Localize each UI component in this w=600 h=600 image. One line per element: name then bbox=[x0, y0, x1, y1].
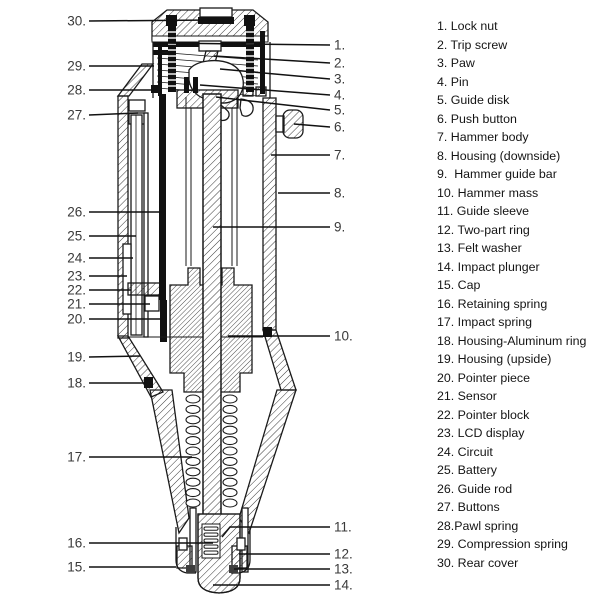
pawl-spring bbox=[151, 85, 159, 93]
legend-item: 13. Felt washer bbox=[437, 241, 522, 255]
legend-item: 18. Housing-Aluminum ring bbox=[437, 333, 587, 348]
callout-layer: 30. 29. 28. 27. 26. 25. 24. 23.22.21.20. 19. 18. 1… bbox=[67, 14, 353, 593]
two-part-ring bbox=[178, 537, 246, 551]
legend-list: 1. Lock nut 2. Trip screw 3. Paw 4. Pin 5. G… bbox=[437, 17, 586, 572]
leader-line bbox=[88, 112, 139, 116]
callout-number: 14. bbox=[334, 578, 353, 593]
impact-spring bbox=[185, 394, 238, 508]
callout-number: 19. bbox=[67, 350, 86, 365]
legend-item: 30. Rear cover bbox=[437, 555, 519, 570]
leader-line bbox=[88, 19, 213, 22]
legend-item: 29. Compression spring bbox=[437, 537, 568, 551]
housing-downside bbox=[262, 97, 297, 391]
callout-number: 28. bbox=[67, 83, 86, 98]
callout-number: 10. bbox=[334, 329, 353, 344]
callout-number: 13. bbox=[334, 562, 353, 577]
callout-number: 4. bbox=[334, 88, 345, 103]
pin bbox=[184, 77, 198, 93]
legend-item: 4. Pin bbox=[437, 74, 469, 89]
legend-item: 5. Guide disk bbox=[437, 93, 510, 107]
legend-item: 28.Pawl spring bbox=[437, 518, 519, 533]
hammer-cross-section-diagram: 30. 29. 28. 27. 26. 25. 24. 23.22.21.20. 19. 18. 1… bbox=[67, 7, 353, 594]
legend-item: 22. Pointer block bbox=[437, 407, 530, 422]
legend-item: 27. Buttons bbox=[437, 500, 500, 514]
legend-item: 7. Hammer body bbox=[437, 130, 529, 144]
leader-line bbox=[88, 355, 141, 358]
lcd-display bbox=[122, 243, 132, 315]
callout-number: 6. bbox=[334, 120, 345, 135]
legend-item: 16. Retaining spring bbox=[437, 296, 548, 311]
legend-item: 24. Circuit bbox=[437, 444, 493, 459]
callout-number: 27. bbox=[67, 108, 86, 123]
callout-number: 7. bbox=[334, 148, 345, 163]
callout-number: 24. bbox=[67, 251, 86, 266]
legend-item: 8. Housing (downside) bbox=[437, 148, 561, 163]
callout-number: 26. bbox=[67, 205, 86, 220]
leader-line bbox=[221, 526, 330, 538]
callout-number: 25. bbox=[67, 229, 86, 244]
legend-item: 6. Push button bbox=[437, 111, 517, 126]
legend-item: 1. Lock nut bbox=[437, 19, 498, 33]
legend-item: 25. Battery bbox=[437, 463, 497, 477]
legend-item: 9. Hammer guide bar bbox=[437, 167, 557, 181]
callout-number: 5. bbox=[334, 103, 345, 118]
callout-number: 11. bbox=[334, 520, 352, 535]
legend-item: 19. Housing (upside) bbox=[437, 352, 552, 366]
pointer-piece bbox=[160, 300, 167, 342]
legend-item: 20. Pointer piece bbox=[437, 370, 530, 385]
legend-item: 10. Hammer mass bbox=[437, 185, 539, 200]
callout-number: 17. bbox=[67, 450, 86, 465]
leader-line bbox=[159, 42, 331, 46]
callout-number: 3. bbox=[334, 72, 345, 87]
hammer-guide-bar bbox=[202, 93, 222, 525]
guide-rod bbox=[159, 94, 166, 300]
callout-number: 22. bbox=[67, 283, 86, 298]
callout-number: 8. bbox=[334, 186, 345, 201]
battery bbox=[130, 114, 143, 336]
callout-number: 29. bbox=[67, 59, 86, 74]
callout-number: 20. bbox=[67, 312, 86, 327]
retaining-spring bbox=[201, 523, 221, 559]
legend-item: 3. Paw bbox=[437, 56, 475, 70]
callout-number: 9. bbox=[334, 220, 345, 235]
callout-number: 12. bbox=[334, 547, 353, 562]
callout-number: 18. bbox=[67, 376, 86, 391]
legend-item: 26. Guide rod bbox=[437, 481, 513, 496]
leader-line bbox=[213, 55, 331, 64]
housing-aluminum-ring bbox=[144, 327, 272, 388]
legend-item: 2. Trip screw bbox=[437, 37, 508, 52]
callout-number: 21. bbox=[67, 297, 86, 312]
leader-line bbox=[219, 68, 331, 80]
felt-washer bbox=[186, 565, 238, 573]
callout-number: 15. bbox=[67, 560, 86, 575]
callout-number: 1. bbox=[334, 38, 345, 53]
callout-number: 30. bbox=[67, 14, 86, 29]
legend-item: 23. LCD display bbox=[437, 426, 525, 440]
callout-number: 23. bbox=[67, 269, 86, 284]
callout-number: 16. bbox=[67, 536, 86, 551]
legend-item: 11. Guide sleeve bbox=[437, 204, 530, 218]
housing-cone bbox=[149, 389, 297, 535]
callout-number: 2. bbox=[334, 56, 345, 71]
pointer-block bbox=[127, 282, 161, 296]
legend-item: 21. Sensor bbox=[437, 389, 497, 403]
leader-line bbox=[293, 123, 331, 128]
legend-item: 14. Impact plunger bbox=[437, 259, 540, 274]
leader-line bbox=[199, 84, 331, 96]
legend-item: 15. Cap bbox=[437, 278, 481, 292]
leader-line bbox=[215, 96, 331, 111]
legend-item: 17. Impact spring bbox=[437, 315, 533, 329]
legend-item: 12. Two-part ring bbox=[437, 222, 530, 237]
